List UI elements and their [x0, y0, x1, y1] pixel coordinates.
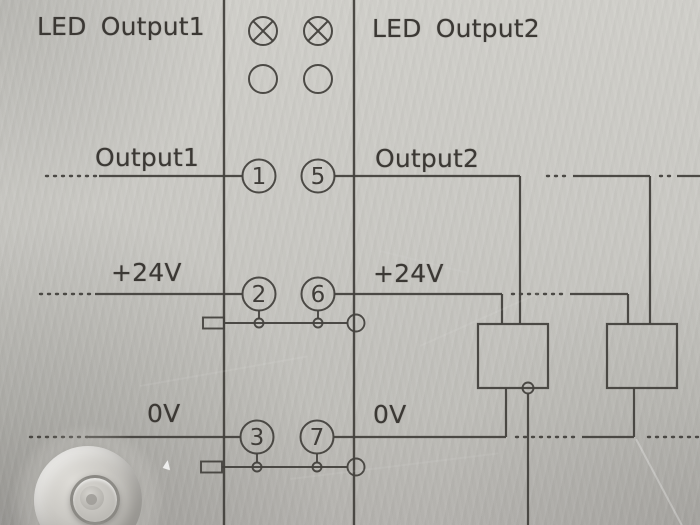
bus-end-circle [346, 313, 366, 333]
zero-v-left-label: 0V [147, 399, 181, 428]
load-box-2 [605, 322, 679, 390]
screw-nub [86, 494, 97, 505]
zero-v-bus [200, 453, 366, 477]
terminal-numbers: 1 5 2 6 3 7 [250, 164, 326, 451]
bus-end-circle [346, 457, 366, 477]
load-box-1 [476, 322, 550, 525]
terminal-5-number: 5 [311, 164, 326, 190]
terminal-1-number: 1 [252, 164, 267, 190]
led-output2-label: LED Output2 [372, 14, 540, 43]
load-box [605, 322, 679, 390]
terminal-7-number: 7 [310, 425, 325, 451]
plus24v-left-label: +24V [111, 258, 182, 287]
terminal-1-circle [241, 158, 277, 194]
load-box [476, 322, 550, 390]
terminal-3-number: 3 [250, 425, 265, 451]
bus-tap-circle [312, 317, 324, 329]
terminal-6-number: 6 [311, 282, 326, 308]
led-output1-label: LED Output1 [37, 12, 205, 41]
output1-label: Output1 [95, 143, 200, 172]
led-indicator-icon [248, 64, 278, 94]
bus-tap-circle [311, 461, 323, 473]
terminal-2-number: 2 [252, 282, 267, 308]
zero-v-right-label: 0V [373, 400, 407, 429]
plus24v-bus [202, 310, 366, 333]
led-symbols [248, 16, 333, 94]
bus-tap-circle [253, 317, 265, 329]
plus24v-right-label: +24V [373, 259, 444, 288]
led-indicator-icon [303, 64, 333, 94]
bus-tap-circle [251, 461, 263, 473]
output-row [44, 158, 700, 324]
wire-lug [200, 460, 223, 474]
led-lamp-icon [303, 16, 333, 46]
wire-lug [202, 316, 225, 330]
led-lamp-icon [248, 16, 278, 46]
output2-label: Output2 [375, 144, 480, 173]
